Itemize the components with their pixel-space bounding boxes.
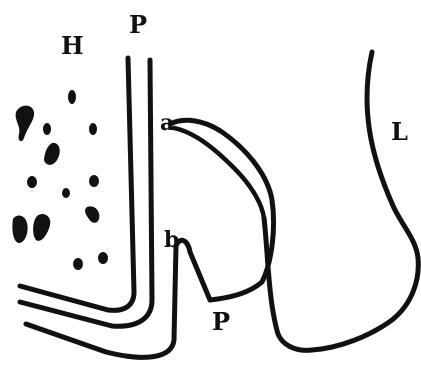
label-H: H bbox=[61, 31, 84, 60]
granule bbox=[27, 176, 37, 188]
label-b: b bbox=[164, 227, 179, 253]
granule bbox=[33, 214, 50, 241]
granule bbox=[89, 123, 97, 135]
fold-loop bbox=[170, 52, 418, 350]
granule bbox=[44, 143, 60, 165]
granule bbox=[89, 175, 99, 187]
granule bbox=[16, 106, 34, 142]
granule bbox=[85, 206, 99, 222]
granule bbox=[12, 216, 27, 244]
granule-cluster bbox=[12, 90, 108, 270]
label-P-bottom: P bbox=[212, 307, 230, 336]
layered-band bbox=[20, 58, 176, 357]
label-a: a bbox=[160, 110, 174, 136]
granule bbox=[62, 188, 70, 198]
label-L: L bbox=[391, 117, 408, 146]
granule bbox=[68, 90, 76, 104]
granule bbox=[98, 252, 108, 264]
fold-lobe bbox=[174, 128, 264, 218]
fold-line-outer bbox=[170, 120, 274, 300]
band-line-inner bbox=[20, 58, 134, 310]
granule bbox=[43, 123, 51, 135]
fold-line-inner bbox=[264, 52, 418, 350]
label-P-top: P bbox=[129, 10, 147, 39]
granule bbox=[73, 258, 83, 270]
